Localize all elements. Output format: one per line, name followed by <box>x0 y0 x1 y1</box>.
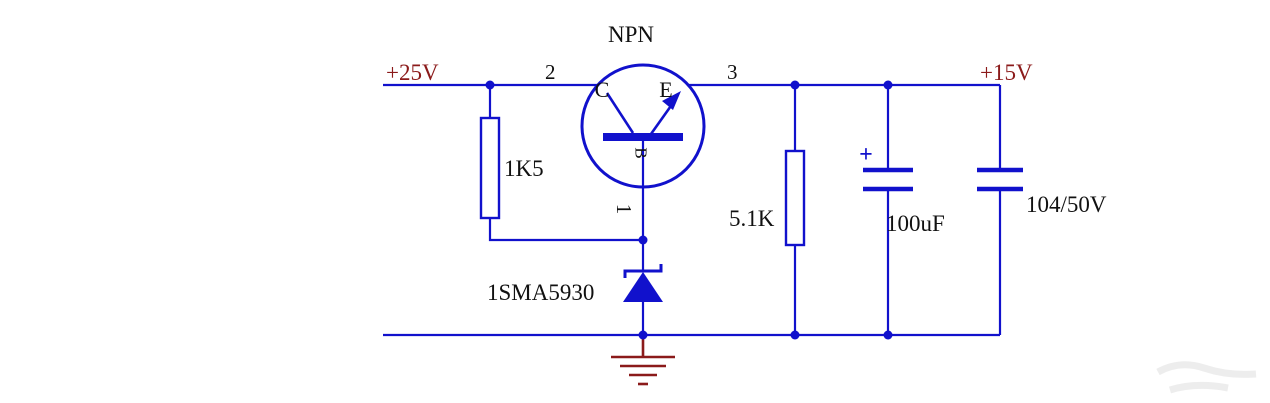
npn-transistor: NPN C E B 2 3 1 <box>545 22 738 240</box>
ceramic-cap-value-label: 104/50V <box>1026 192 1107 217</box>
junction-dots <box>485 80 893 340</box>
base-pin-label: B <box>632 147 651 158</box>
junction-dot <box>485 80 495 90</box>
watermark-smudge <box>1156 361 1257 378</box>
electrolytic-cap-polarity-mark: + <box>859 142 873 168</box>
base-pin-number: 1 <box>612 204 636 215</box>
emitter-lead-line <box>649 102 675 135</box>
emitter-pin-label: E <box>659 77 672 102</box>
load-resistor: 5.1K <box>729 149 806 247</box>
watermark <box>1156 361 1257 394</box>
electrolytic-capacitor: + 100uF <box>859 142 945 236</box>
junction-dot <box>638 330 648 340</box>
ceramic-capacitor: 104/50V <box>977 167 1107 217</box>
electrolytic-cap-value-label: 100uF <box>886 211 945 236</box>
watermark-smudge <box>1168 381 1229 394</box>
ground-symbol <box>611 335 675 386</box>
load-resistor-value-label: 5.1K <box>729 206 775 231</box>
emitter-arrow-icon <box>662 91 681 110</box>
junction-dot <box>790 330 800 340</box>
junction-dot <box>883 330 893 340</box>
junction-dot <box>790 80 800 90</box>
transistor-type-label: NPN <box>608 22 654 47</box>
zener-part-number-label: 1SMA5930 <box>487 280 594 305</box>
zener-diode: 1SMA5930 <box>487 240 663 335</box>
collector-pin-label: C <box>595 77 610 102</box>
collector-lead-line <box>605 92 635 134</box>
collector-pin-number: 2 <box>545 60 556 84</box>
zener-cathode-bar <box>623 264 663 278</box>
input-voltage-label: +25V <box>386 60 439 85</box>
emitter-pin-number: 3 <box>727 60 738 84</box>
bias-resistor-value-label: 1K5 <box>504 156 544 181</box>
bias-resistor-body <box>479 116 501 220</box>
output-voltage-label: +15V <box>980 60 1033 85</box>
bias-resistor-bottom-wire <box>488 218 643 242</box>
junction-dot <box>638 235 648 245</box>
load-resistor-body <box>784 149 806 247</box>
zener-anode-triangle <box>623 272 663 302</box>
bias-resistor: 1K5 <box>479 116 544 220</box>
junction-dot <box>883 80 893 90</box>
